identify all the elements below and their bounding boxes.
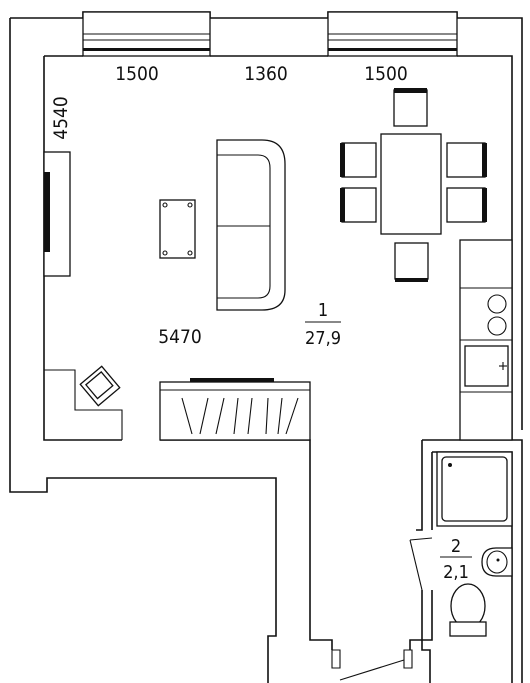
dining-set[interactable] xyxy=(340,88,487,282)
workspace-corner[interactable] xyxy=(44,365,123,440)
chair-left-lower xyxy=(340,187,377,223)
tv-unit[interactable] xyxy=(43,151,71,277)
chair-left-upper xyxy=(340,142,377,178)
dimension-window-left: 1500 xyxy=(115,63,159,85)
dimension-window-right: 1500 xyxy=(364,63,408,85)
sink-icon xyxy=(464,345,509,387)
dining-table xyxy=(380,133,442,235)
room-area: 27,9 xyxy=(305,328,341,349)
stove-icon xyxy=(487,294,507,336)
wardrobe[interactable] xyxy=(159,378,311,441)
room-number: 1 xyxy=(318,300,328,321)
dimension-window-middle: 1360 xyxy=(244,63,288,85)
toilet[interactable] xyxy=(449,583,487,637)
inner-wall xyxy=(43,55,513,650)
window-left[interactable] xyxy=(82,11,211,57)
chair-bottom xyxy=(394,242,429,282)
armchair xyxy=(79,365,121,407)
entrance-door[interactable] xyxy=(331,649,413,681)
dimension-room-width: 5470 xyxy=(158,326,202,348)
room-label-main: 1 27,9 xyxy=(305,300,341,349)
chair-right-upper xyxy=(446,142,487,178)
bathroom-door[interactable] xyxy=(409,537,433,591)
room-label-bathroom: 2 2,1 xyxy=(440,536,472,583)
sofa[interactable] xyxy=(216,139,286,311)
dimension-room-depth: 4540 xyxy=(50,96,72,140)
chair-right-lower xyxy=(446,187,487,223)
coffee-table[interactable] xyxy=(159,199,196,259)
windows xyxy=(82,11,458,57)
kitchen[interactable] xyxy=(459,239,513,441)
chair-top xyxy=(393,88,428,127)
shower-tray[interactable] xyxy=(436,451,513,527)
washbasin[interactable] xyxy=(481,547,513,577)
room-number: 2 xyxy=(451,536,461,557)
window-right[interactable] xyxy=(327,11,458,57)
room-area: 2,1 xyxy=(443,562,469,583)
